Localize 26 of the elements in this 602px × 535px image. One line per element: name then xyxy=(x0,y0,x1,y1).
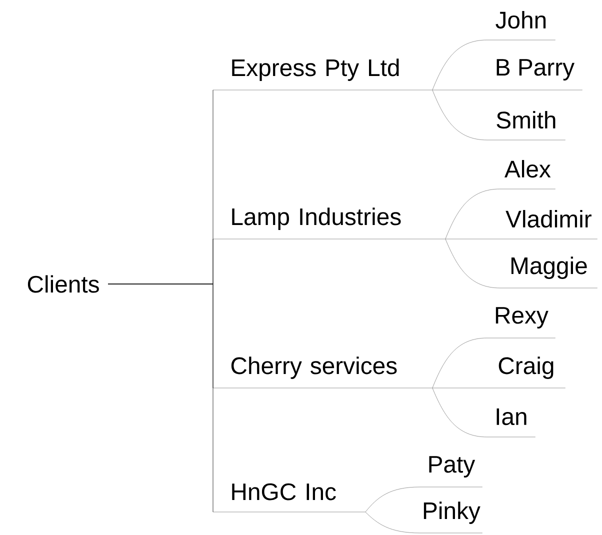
leaf-topic: Ian xyxy=(486,408,536,438)
branch-topic: Lamp Industries xyxy=(212,208,446,240)
branch-topic: Cherry services xyxy=(212,356,433,388)
leaf-topic: Craig xyxy=(486,356,566,388)
root-topic: Clients xyxy=(28,275,99,293)
branch-curve xyxy=(445,188,500,240)
branch-curve xyxy=(432,40,488,90)
branch-curve xyxy=(432,388,488,438)
leaf-topic: Pinky xyxy=(420,502,483,534)
leaf-topic: Rexy xyxy=(486,307,556,338)
leaf-topic: John xyxy=(486,11,556,40)
branch-curve xyxy=(432,338,488,388)
branch-curve xyxy=(445,238,500,240)
branch-curve xyxy=(365,486,420,512)
leaf-topic: Paty xyxy=(420,456,483,488)
branch-curve xyxy=(432,90,488,140)
leaf-topic: Vladimir xyxy=(500,210,598,240)
trunk-line xyxy=(108,284,214,512)
branch-curve xyxy=(445,238,500,288)
leaf-topic: B Parry xyxy=(486,59,583,90)
branch-curve xyxy=(365,512,420,534)
leaf-topic: Alex xyxy=(500,160,556,190)
leaf-topic: Maggie xyxy=(500,256,598,288)
leaf-topic: Smith xyxy=(486,111,566,140)
branch-topic: Express Pty Ltd xyxy=(212,58,433,90)
branch-topic: HnGC Inc xyxy=(212,483,366,512)
